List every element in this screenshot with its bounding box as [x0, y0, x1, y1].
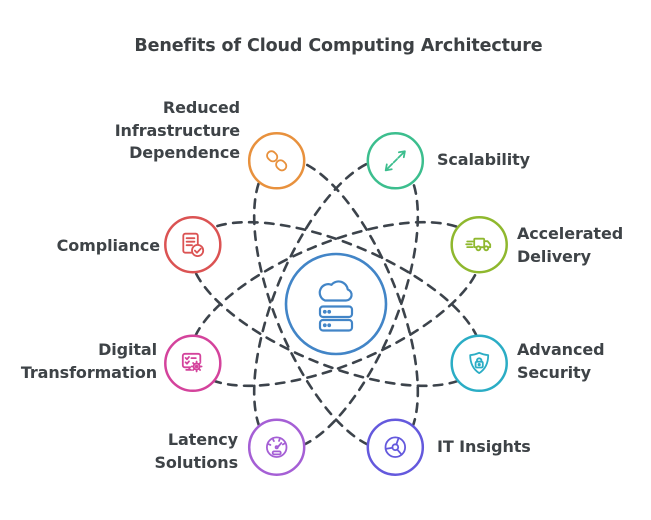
node-reduced-infrastructure-dependence [247, 132, 306, 190]
document-check-icon [182, 232, 205, 257]
center-ring [284, 252, 388, 356]
node-scalability [366, 132, 425, 190]
node-advanced-security [450, 334, 508, 393]
label-scalability: Scalability [437, 150, 530, 169]
label-it-insights: IT Insights [437, 437, 531, 456]
label-latency-solutions: Latency Solutions [154, 430, 238, 472]
label-accelerated-delivery: Accelerated Delivery [517, 224, 624, 266]
broken-link-icon [266, 150, 288, 172]
label-advanced-security: Advanced Security [517, 340, 605, 382]
label-compliance: Compliance [56, 236, 160, 255]
page-title: Benefits of Cloud Computing Architecture [134, 36, 543, 56]
node-compliance [164, 215, 222, 274]
node-digital-transformation [164, 334, 222, 393]
delivery-truck-icon [465, 237, 492, 252]
cloud-server-icon [318, 280, 354, 332]
node-latency-solutions [247, 418, 306, 476]
monitor-gear-icon [181, 352, 203, 373]
speedometer-icon [266, 436, 288, 458]
label-digital-transformation: Digital Transformation [20, 340, 157, 382]
pie-chart-icon [384, 436, 406, 458]
label-reduced-infrastructure-dependence: Reduced Infrastructure Dependence [114, 98, 240, 162]
node-accelerated-delivery [450, 215, 508, 274]
shield-lock-icon [469, 351, 490, 374]
center-node [284, 252, 388, 356]
expand-arrows-icon [384, 150, 406, 172]
node-it-insights [366, 418, 425, 476]
